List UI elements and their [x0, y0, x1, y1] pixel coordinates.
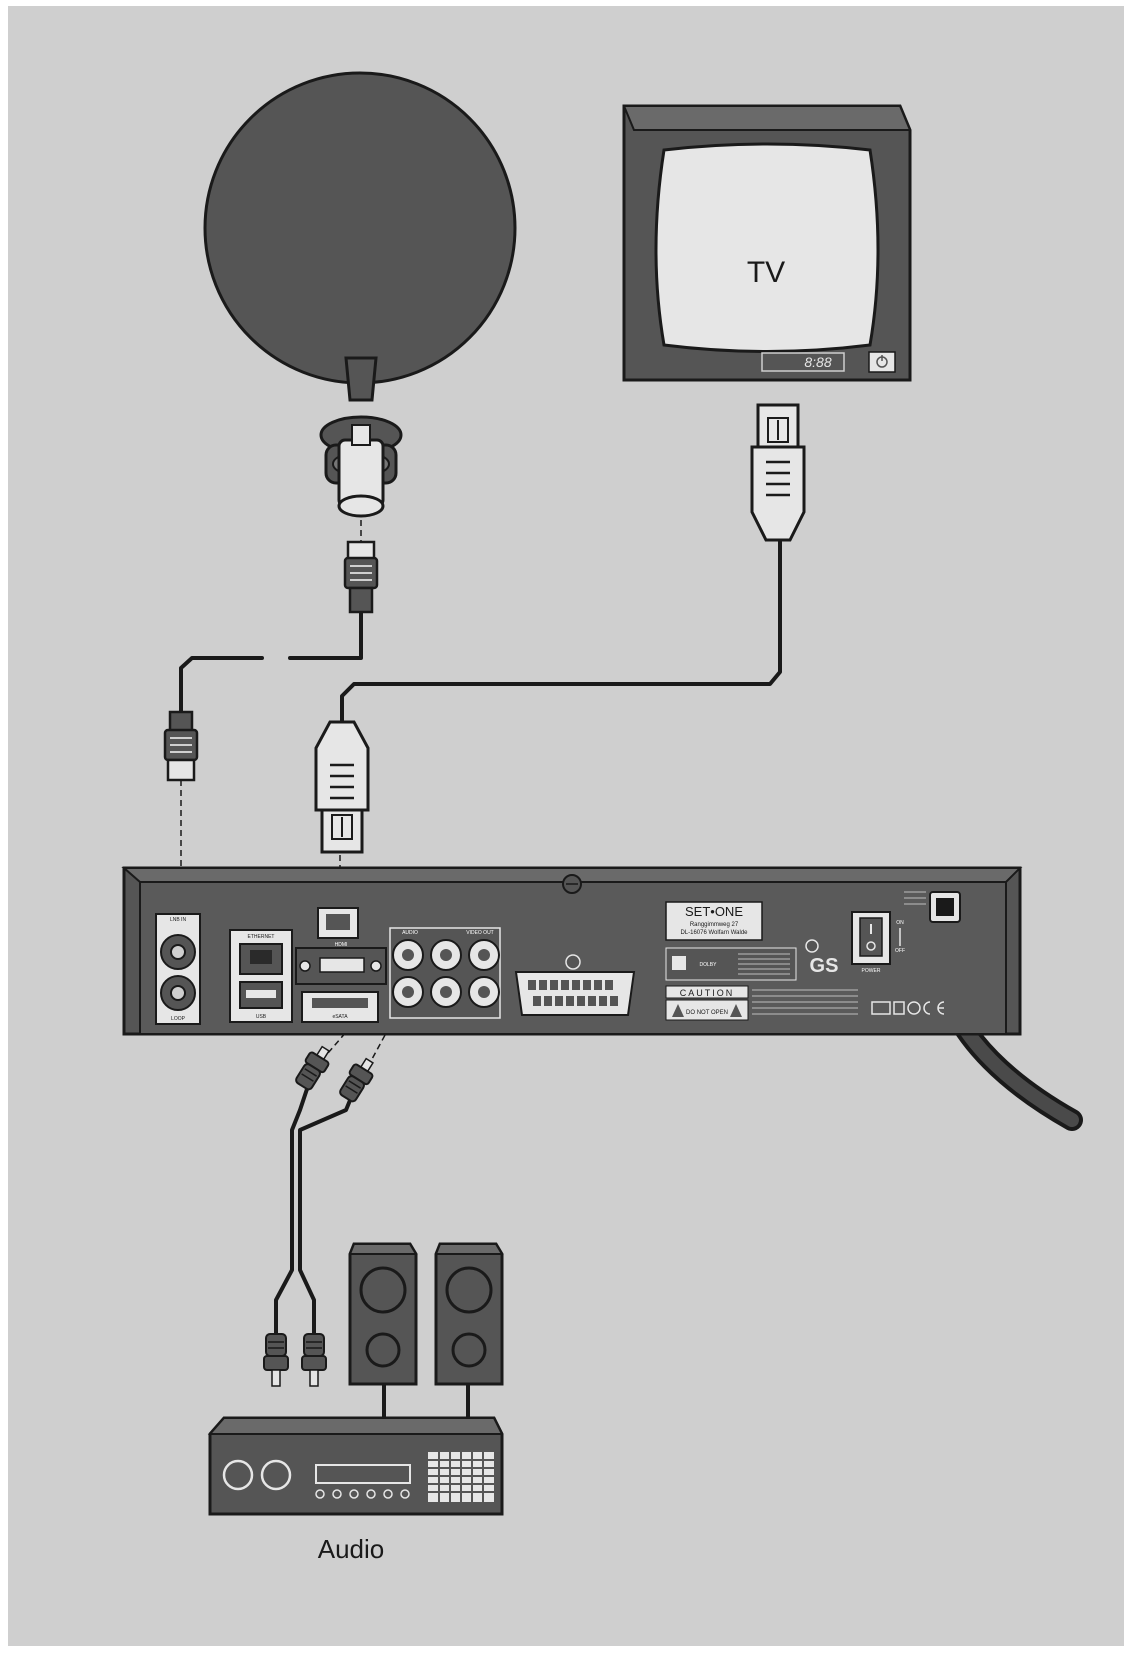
- dish-reflector: [203, 71, 517, 385]
- brand-address-1: Ranggimmweg 27: [690, 922, 739, 928]
- power-label: POWER: [862, 968, 881, 974]
- tv-power-button: [868, 351, 896, 373]
- speakers: [348, 1242, 504, 1386]
- brand-text: SET•ONE: [685, 904, 743, 919]
- brand-address-2: DL-16076 Wolfarn Walde: [680, 930, 748, 936]
- speaker-tweeter-icon: [451, 1332, 487, 1368]
- scart-port: [514, 971, 636, 1016]
- rca-jacks: [392, 939, 500, 1008]
- hdmi-cable: [340, 538, 782, 724]
- satellite-dish: [203, 71, 517, 614]
- tv-screen: [654, 142, 880, 353]
- warning-icon: [672, 1004, 684, 1017]
- speaker-woofer-icon: [359, 1266, 407, 1314]
- warning-icon-right: [730, 1004, 742, 1017]
- speaker-right: [434, 1242, 504, 1386]
- tv-label: TV: [747, 256, 785, 289]
- caution-label: CAUTION: [680, 988, 735, 998]
- hdmi-plug-receiver: [314, 720, 370, 854]
- amp-knob-icon: [222, 1459, 254, 1491]
- hdmi-port-label: HDMI: [335, 942, 348, 948]
- rca-plugs-amplifier: [263, 1333, 327, 1387]
- cables: [179, 538, 782, 1420]
- power-rating-text: [904, 891, 926, 905]
- coax-cable-upper: [288, 610, 363, 660]
- audio-port-label: AUDIO: [402, 930, 418, 936]
- power-switch: [859, 917, 883, 957]
- rca-cable-left: [274, 1078, 312, 1337]
- receiver: LNB IN LOOP ETHERNET USB HDMI eSATA AUDI…: [121, 866, 1023, 1036]
- coax-cable-lower: [179, 656, 264, 714]
- dish-arm: [344, 356, 378, 402]
- off-label: OFF: [895, 948, 905, 954]
- tv-clock-text: 8:88: [804, 354, 831, 370]
- caution-box: [665, 985, 749, 999]
- video-out-label: VIDEO OUT: [466, 930, 494, 936]
- gs-mark: GS: [810, 955, 839, 977]
- dolby-fine-print: [738, 953, 790, 975]
- tv: TV 8:88: [622, 104, 912, 382]
- dolby-label: DOLBY: [700, 962, 718, 968]
- cert-icon: [805, 939, 819, 953]
- f-connector-dish: [343, 540, 379, 614]
- speaker-woofer-icon: [445, 1266, 493, 1314]
- do-not-open-label: DO NOT OPEN: [686, 1010, 728, 1016]
- amp-buttons: [315, 1489, 410, 1499]
- speaker-tweeter-icon: [365, 1332, 401, 1368]
- caution-fine-print: [752, 989, 858, 1015]
- ethernet-label: ETHERNET: [248, 934, 275, 940]
- amp-grille-lines: [428, 1452, 494, 1502]
- tv-clock-display: [761, 352, 845, 372]
- on-label: ON: [896, 920, 904, 926]
- brand-plate: [665, 901, 763, 941]
- lnb-in-label: LNB IN: [170, 917, 187, 923]
- scart-pins: [528, 980, 618, 1006]
- f-connector-receiver: [163, 710, 199, 782]
- hdmi-plug-tv: [750, 403, 806, 542]
- speaker-left: [348, 1242, 418, 1386]
- do-not-open-box: [665, 999, 749, 1021]
- amp-knob-icon: [260, 1459, 292, 1491]
- rca-cable-right: [298, 1091, 355, 1337]
- compliance-marks: [871, 1001, 945, 1015]
- usb-label: USB: [256, 1014, 267, 1020]
- audio-amplifier: [207, 1416, 504, 1516]
- rca-plugs-receiver: [295, 1045, 374, 1103]
- esata-label: eSATA: [332, 1014, 348, 1020]
- audio-label: Audio: [318, 1534, 385, 1564]
- diagram-background: [8, 6, 1124, 1646]
- amp-display: [315, 1464, 411, 1484]
- loop-label: LOOP: [171, 1016, 186, 1022]
